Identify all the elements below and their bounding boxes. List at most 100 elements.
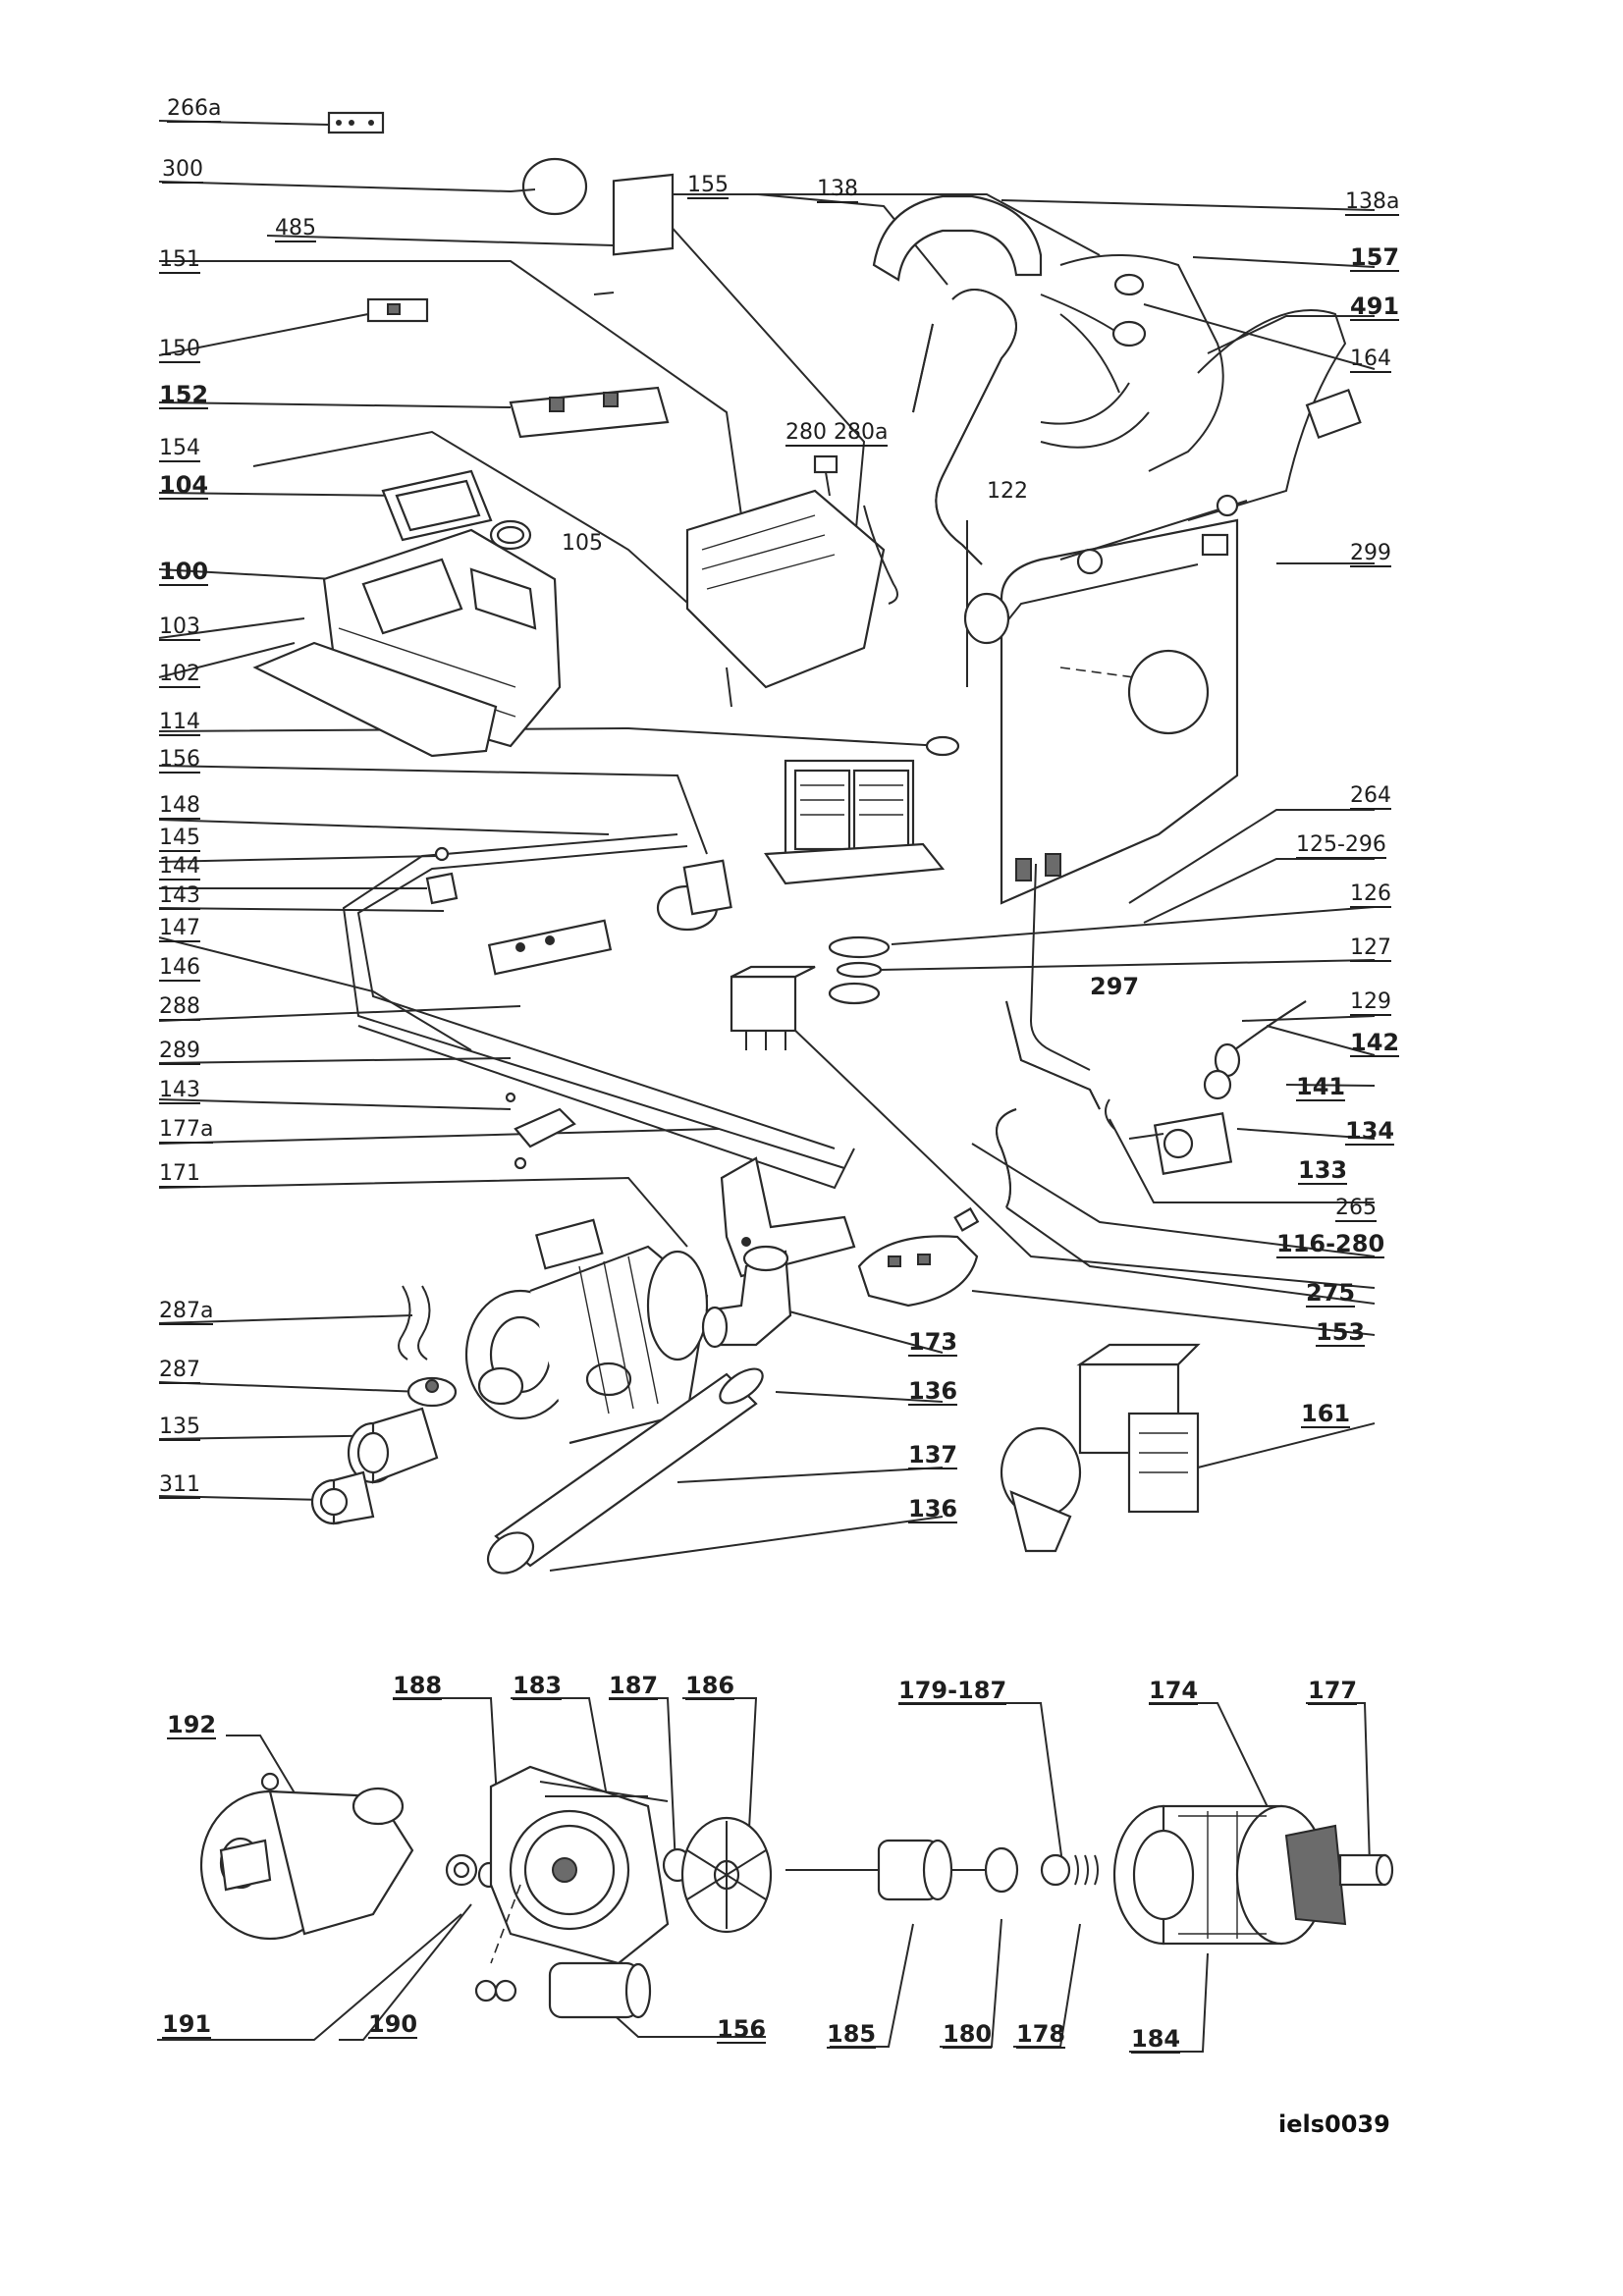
label-142: 142 bbox=[1350, 1029, 1400, 1057]
label-151: 151 bbox=[159, 247, 200, 274]
part-287a-clip bbox=[398, 1285, 431, 1361]
part-179-187-bearing bbox=[1040, 1853, 1071, 1887]
part-183-bolts bbox=[539, 1781, 669, 1802]
label-157: 157 bbox=[1350, 243, 1400, 272]
label-152: 152 bbox=[159, 381, 209, 409]
label-100: 100 bbox=[159, 558, 209, 586]
part-311-seal bbox=[310, 1470, 375, 1525]
part-142-hose bbox=[1214, 1000, 1307, 1078]
label-188: 188 bbox=[393, 1672, 443, 1700]
label-133: 133 bbox=[1298, 1156, 1348, 1185]
label-136-lower: 136 bbox=[908, 1495, 958, 1523]
label-145: 145 bbox=[159, 826, 200, 852]
part-191-ring bbox=[445, 1853, 478, 1887]
part-177a-bracket bbox=[720, 1156, 856, 1278]
label-164: 164 bbox=[1350, 347, 1391, 373]
label-114: 114 bbox=[159, 710, 200, 736]
part-300-knob bbox=[510, 157, 588, 216]
label-174: 174 bbox=[1149, 1677, 1199, 1705]
part-185-rotor bbox=[785, 1839, 992, 1901]
label-300: 300 bbox=[162, 157, 203, 184]
label-287a: 287a bbox=[159, 1299, 214, 1325]
part-137-hose bbox=[486, 1367, 764, 1575]
part-289-bracket bbox=[505, 1092, 576, 1170]
part-491-mains-cable bbox=[1187, 309, 1362, 521]
label-136-upper: 136 bbox=[908, 1377, 958, 1406]
part-180-commutator bbox=[984, 1846, 1019, 1894]
part-173-elbow bbox=[701, 1245, 792, 1349]
label-190: 190 bbox=[368, 2010, 418, 2039]
label-126: 126 bbox=[1350, 881, 1391, 908]
label-180: 180 bbox=[943, 2020, 993, 2049]
label-177: 177 bbox=[1308, 1677, 1358, 1705]
label-297: 297 bbox=[1090, 973, 1140, 1000]
part-141-ring bbox=[1203, 1069, 1232, 1100]
part-485-switch bbox=[593, 173, 675, 295]
label-103: 103 bbox=[159, 614, 200, 641]
part-287-clamp bbox=[406, 1376, 458, 1408]
label-171: 171 bbox=[159, 1161, 200, 1188]
label-153: 153 bbox=[1316, 1318, 1366, 1347]
label-275: 275 bbox=[1306, 1279, 1356, 1308]
part-105-ring bbox=[489, 519, 532, 551]
part-174-brush-holder bbox=[1284, 1824, 1347, 1926]
label-266a: 266a bbox=[167, 96, 222, 123]
label-173: 173 bbox=[908, 1328, 958, 1357]
part-104-seal bbox=[381, 469, 493, 542]
part-171-motor-pump bbox=[464, 1218, 709, 1445]
label-289: 289 bbox=[159, 1039, 200, 1065]
part-192-pump-housing bbox=[199, 1772, 414, 1941]
label-144: 144 bbox=[159, 854, 200, 881]
part-178-spring bbox=[1074, 1854, 1099, 1886]
label-150: 150 bbox=[159, 337, 200, 363]
part-151-programmer bbox=[685, 489, 886, 708]
label-311: 311 bbox=[159, 1472, 200, 1499]
part-275-clip bbox=[953, 1206, 980, 1232]
part-150-clip bbox=[366, 297, 429, 323]
label-485: 485 bbox=[275, 216, 316, 242]
label-184: 184 bbox=[1131, 2025, 1181, 2054]
label-125-296: 125-296 bbox=[1296, 832, 1386, 859]
part-102-drawer-front bbox=[252, 641, 498, 758]
leader-lines bbox=[157, 120, 1376, 2053]
part-299-tank-lid bbox=[1000, 494, 1248, 905]
label-156-lower: 156 bbox=[717, 2015, 767, 2044]
label-177a: 177a bbox=[159, 1117, 214, 1144]
label-185: 185 bbox=[827, 2020, 877, 2049]
label-138a: 138a bbox=[1345, 189, 1400, 216]
label-122: 122 bbox=[987, 479, 1028, 504]
part-134-valve bbox=[1128, 1112, 1233, 1175]
label-265: 265 bbox=[1335, 1196, 1377, 1222]
part-188-end-shield bbox=[489, 1765, 670, 1965]
part-138-hose-with-bracket bbox=[872, 194, 1043, 687]
part-127-nut bbox=[828, 982, 881, 1005]
label-143-lower: 143 bbox=[159, 1078, 200, 1104]
reference-code: iels0039 bbox=[1278, 2110, 1390, 2138]
part-156-capacitor-lower bbox=[474, 1884, 652, 2019]
label-187: 187 bbox=[609, 1672, 659, 1700]
part-161-drain-pump bbox=[1000, 1343, 1201, 1553]
label-178: 178 bbox=[1016, 2020, 1066, 2049]
label-148: 148 bbox=[159, 793, 200, 820]
part-156-capacitor bbox=[656, 859, 732, 932]
part-148-heater bbox=[342, 833, 855, 1190]
part-144-bracket bbox=[425, 846, 459, 905]
label-264: 264 bbox=[1350, 783, 1391, 810]
label-299: 299 bbox=[1350, 541, 1391, 567]
label-280-280a: 280 280a bbox=[785, 420, 889, 447]
label-135: 135 bbox=[159, 1415, 200, 1441]
label-161: 161 bbox=[1301, 1400, 1351, 1428]
part-114-clip bbox=[925, 735, 960, 757]
part-280-screw bbox=[813, 454, 898, 605]
part-135-hose-connector bbox=[347, 1407, 439, 1484]
label-147: 147 bbox=[159, 916, 200, 942]
label-104: 104 bbox=[159, 471, 209, 500]
label-491: 491 bbox=[1350, 293, 1400, 321]
label-146: 146 bbox=[159, 955, 200, 982]
label-138: 138 bbox=[817, 177, 858, 203]
label-105: 105 bbox=[562, 531, 603, 556]
label-134: 134 bbox=[1345, 1117, 1395, 1146]
part-177-shaft-end bbox=[1338, 1853, 1394, 1887]
